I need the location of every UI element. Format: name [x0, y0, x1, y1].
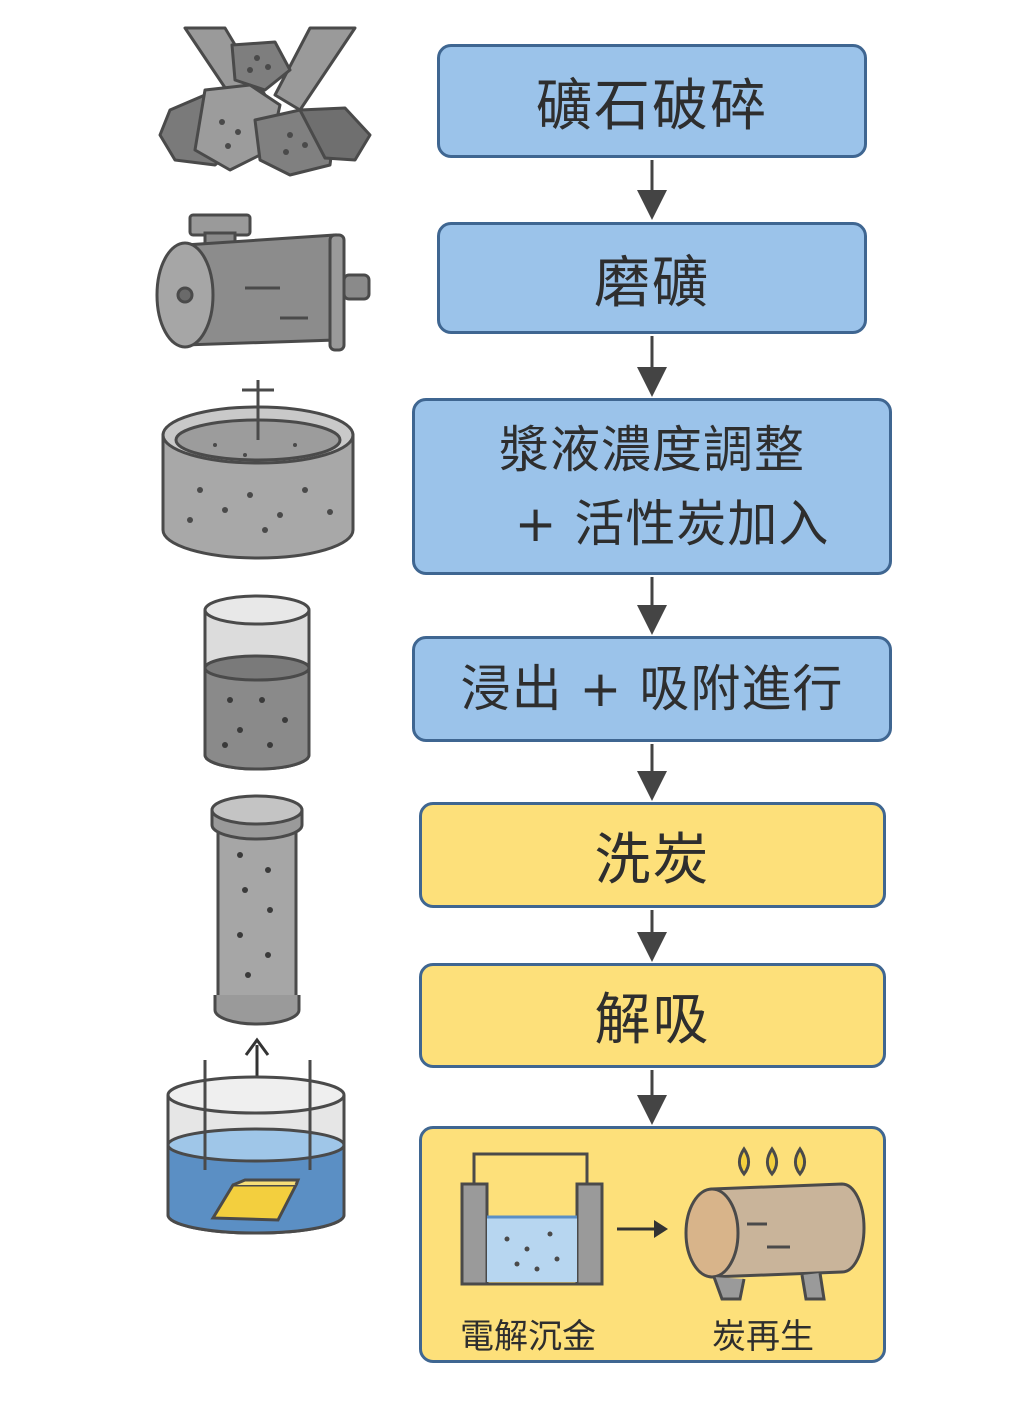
right-arrow-icon [617, 1220, 668, 1238]
leach-tank-icon [203, 594, 311, 771]
carbon-regeneration-label: 炭再生 [712, 1317, 814, 1357]
gold-beaker-icon [166, 1060, 346, 1235]
electrowinning-cell-icon [460, 1152, 604, 1286]
step-label: 礦石破碎 [536, 73, 768, 139]
ore-crusher-icon [158, 26, 372, 177]
ball-mill-icon [155, 213, 371, 352]
step-ore-crushing[interactable]: 礦石破碎 [437, 44, 867, 158]
slurry-tank-icon [161, 380, 355, 560]
step-desorption[interactable]: 解吸 [419, 963, 886, 1068]
step-label: 磨礦 [594, 250, 710, 316]
final-illustrations [460, 1146, 866, 1301]
step-grinding[interactable]: 磨礦 [437, 222, 867, 334]
regeneration-kiln-icon [684, 1146, 866, 1301]
step-leach-adsorb[interactable]: 浸出 + 吸附進行 [412, 636, 892, 742]
step-label-line2: + 活性炭加入 [514, 494, 830, 553]
carbon-column-icon [210, 794, 304, 1026]
step-label: 解吸 [594, 988, 711, 1053]
step-carbon-wash[interactable]: 洗炭 [419, 802, 886, 908]
step-slurry-adjust[interactable]: 漿液濃度調整 + 活性炭加入 [412, 398, 892, 575]
step-label: 洗炭 [594, 827, 711, 893]
electrowinning-label: 電解沉金 [460, 1317, 596, 1357]
step-final-recovery[interactable]: 電解沉金 炭再生 [419, 1126, 886, 1363]
step-label: 浸出 + 吸附進行 [460, 660, 844, 718]
step-label-line1: 漿液濃度調整 [499, 420, 805, 479]
